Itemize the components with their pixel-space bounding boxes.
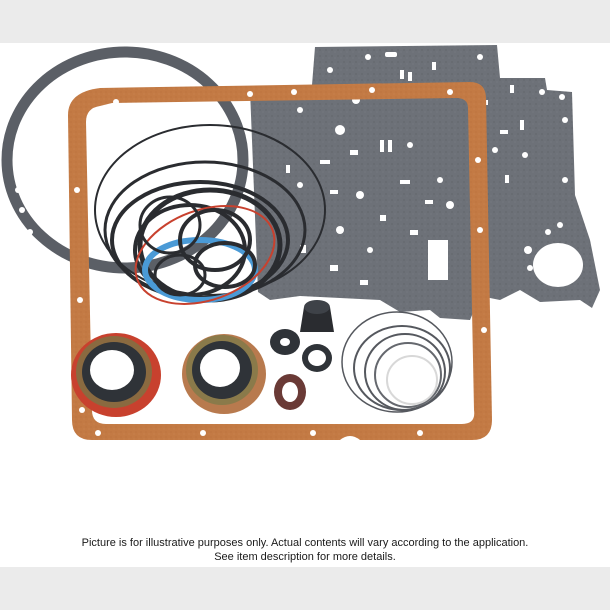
small-seals [270,300,334,410]
bottom-band [0,567,610,610]
caption: Picture is for illustrative purposes onl… [0,536,610,564]
sealing-rings [341,311,453,413]
top-band [0,0,610,43]
o-ring-bundle [94,124,326,305]
valve-body-gasket [250,45,600,320]
rear-oil-seal [182,334,266,414]
caption-line-2: See item description for more details. [214,551,396,563]
pump-gasket [1,46,249,274]
oil-pan-gasket [68,82,492,440]
front-oil-seal [71,333,161,417]
caption-line-1: Picture is for illustrative purposes onl… [81,537,529,549]
product-photo [1,45,600,440]
